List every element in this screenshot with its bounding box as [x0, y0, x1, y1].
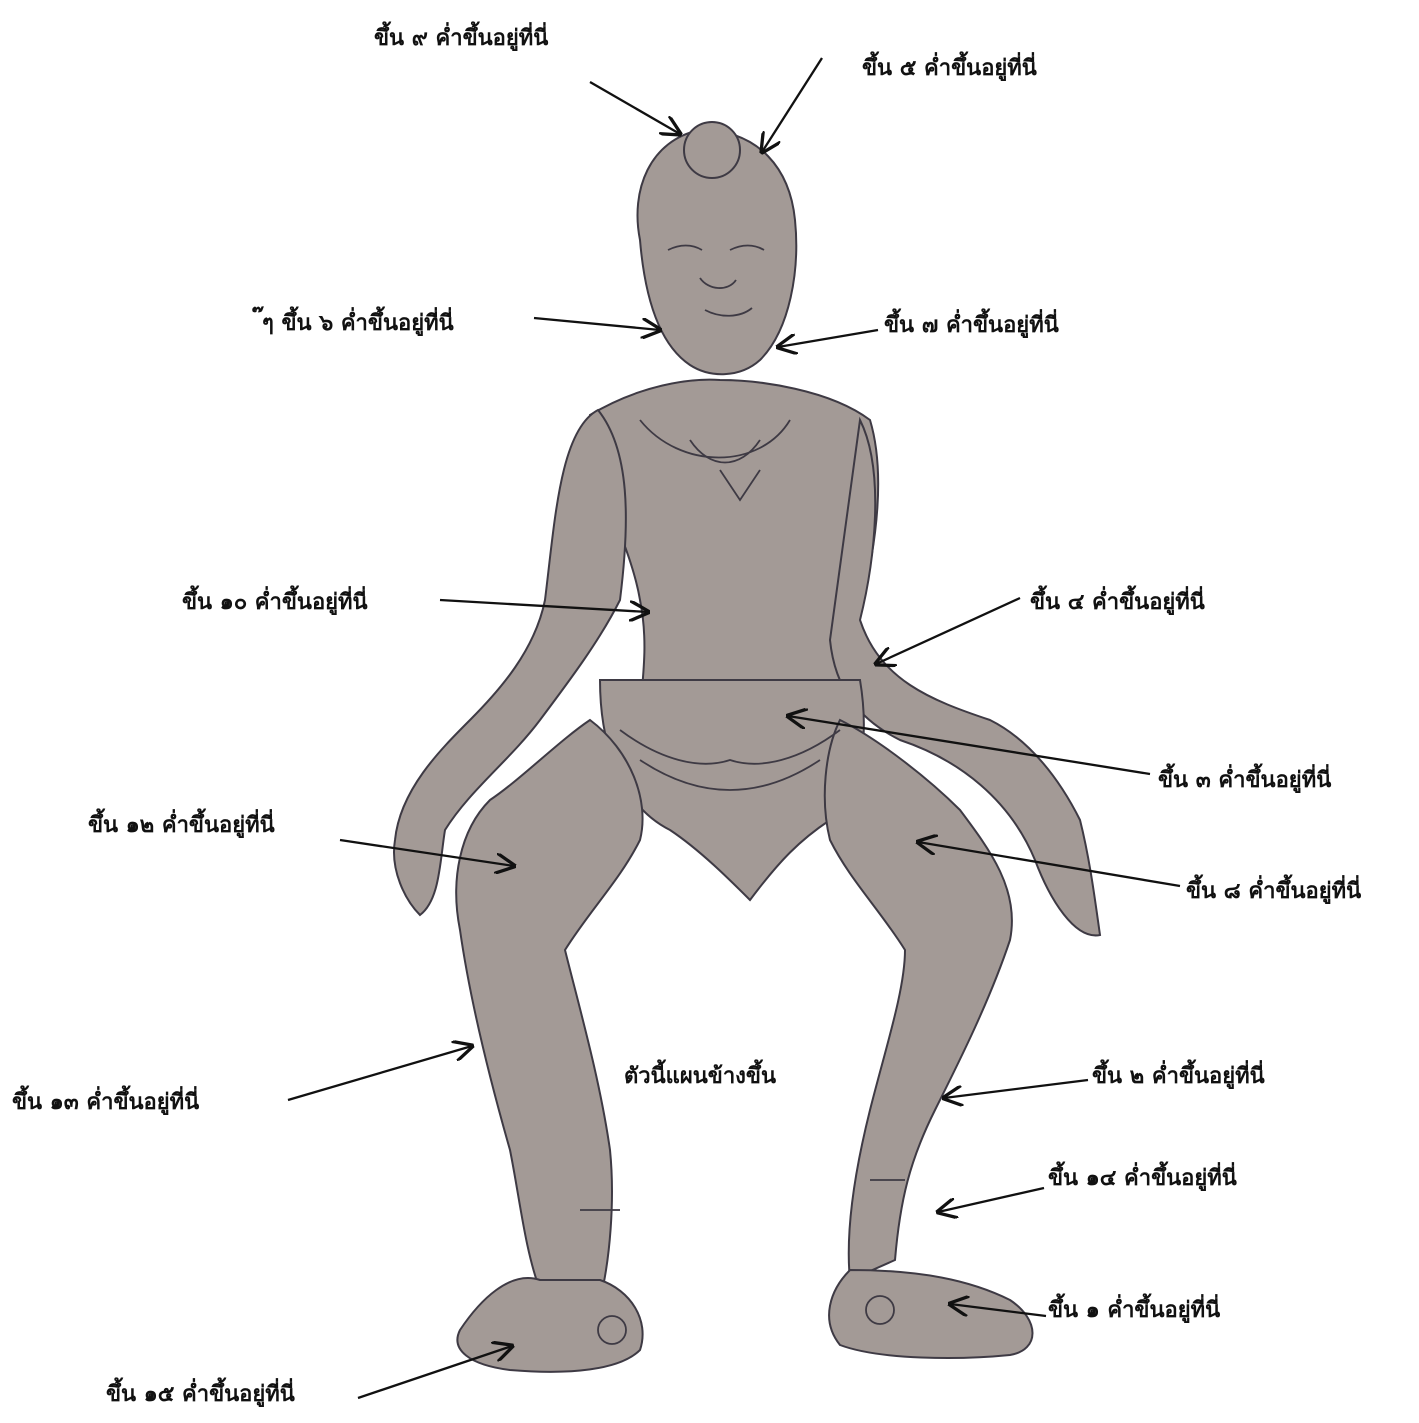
arrow-13: [288, 1046, 472, 1100]
label-waxing-4: ขึ้น ๔ ค่ำขึ้นอยู่ที่นี่: [1030, 592, 1205, 614]
label-waxing-10: ขึ้น ๑๐ ค่ำขึ้นอยู่ที่นี่: [182, 592, 368, 614]
label-waxing-7: ขึ้น ๗ ค่ำขึ้นอยู่ที่นี่: [884, 315, 1059, 337]
label-waxing-8: ขึ้น ๘ ค่ำขึ้นอยู่ที่นี่: [1186, 881, 1361, 903]
puppet-figure: [394, 122, 1100, 1372]
right-foot: [829, 1270, 1032, 1358]
left-foot: [457, 1278, 642, 1372]
arrow-6: [534, 318, 660, 330]
label-waxing-13: ขึ้น ๑๓ ค่ำขึ้นอยู่ที่นี่: [12, 1092, 199, 1114]
hair-knot: [684, 122, 740, 178]
label-waxing-9: ขึ้น ๙ ค่ำขึ้นอยู่ที่นี่: [374, 28, 548, 50]
arrow-15: [358, 1346, 512, 1398]
label-waxing-12: ขึ้น ๑๒ ค่ำขึ้นอยู่ที่นี่: [88, 815, 275, 837]
left-leg: [456, 720, 642, 1300]
arrow-14: [938, 1188, 1044, 1212]
label-waxing-14: ขึ้น ๑๔ ค่ำขึ้นอยู่ที่นี่: [1048, 1168, 1237, 1190]
label-center-note: ตัวนี้แผนข้างขึ้น: [624, 1066, 776, 1088]
label-waxing-1: ขึ้น ๑ ค่ำขึ้นอยู่ที่นี่: [1048, 1300, 1220, 1322]
arrow-4: [876, 598, 1020, 664]
arrow-9: [590, 82, 680, 134]
arrow-2: [944, 1080, 1088, 1098]
right-leg: [825, 720, 1012, 1280]
label-waxing-15: ขึ้น ๑๕ ค่ำขึ้นอยู่ที่นี่: [106, 1384, 295, 1406]
label-waxing-5: ขึ้น ๕ ค่ำขึ้นอยู่ที่นี่: [862, 58, 1037, 80]
label-waxing-2: ขึ้น ๒ ค่ำขึ้นอยู่ที่นี่: [1092, 1066, 1265, 1088]
label-waxing-6: ๊ๆ ขึ้น ๖ ค่ำขึ้นอยู่ที่นี่: [262, 313, 454, 335]
arrow-7: [778, 330, 878, 347]
label-waxing-3: ขึ้น ๓ ค่ำขึ้นอยู่ที่นี่: [1158, 770, 1331, 792]
arrow-5: [762, 58, 822, 152]
